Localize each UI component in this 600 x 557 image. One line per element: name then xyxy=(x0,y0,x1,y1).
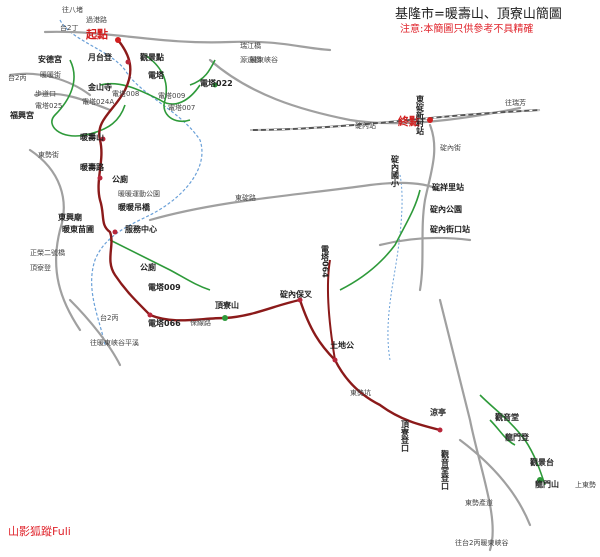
road-tai2bing xyxy=(8,72,92,97)
place-label: 暖暖運動公園 xyxy=(118,189,160,198)
roads xyxy=(8,30,532,552)
place-label: 過港路 xyxy=(86,15,107,24)
place-label: 觀音堂登口 xyxy=(440,449,450,491)
place-label: 東碇路 xyxy=(235,193,256,202)
place-label: 台2丙 xyxy=(8,73,26,82)
place-label: 保線路 xyxy=(190,318,211,327)
road-dongding xyxy=(148,181,442,222)
place-label: 碇內站 xyxy=(355,121,376,130)
trail-dingnei-park xyxy=(339,189,421,291)
place-label: 電塔007 xyxy=(168,103,195,112)
place-label: 金山寺 xyxy=(87,82,112,92)
road-tai2bing-south xyxy=(68,298,122,367)
trail-south-loop xyxy=(109,239,211,291)
place-label: 電塔024A xyxy=(82,97,114,106)
place-label: 電塔022 xyxy=(200,78,233,88)
road-nuanuan xyxy=(33,92,112,112)
place-label: 上東勢 xyxy=(575,480,596,489)
railway-ticks xyxy=(249,109,541,131)
place-label: 往台2丙暖東峽谷 xyxy=(455,538,508,547)
place-label: 電塔064 xyxy=(320,244,330,278)
place-label: 觀景台 xyxy=(530,457,554,467)
place-label: 龍門山 xyxy=(535,479,559,489)
disclaimer-note: 注意:本簡圖只供參考不具精確 xyxy=(400,22,533,35)
place-label: 碇內保叉 xyxy=(280,289,313,299)
place-label: 暖暖吊橋 xyxy=(118,202,151,212)
place-label: 頂寮登口 xyxy=(400,420,410,453)
route-spur xyxy=(326,259,336,361)
place-label: 源遠橋 xyxy=(240,55,261,64)
trail-guanyin xyxy=(489,419,516,446)
road-dingnei xyxy=(418,123,436,292)
place-label: 東勢街 xyxy=(38,150,59,159)
map-title: 基隆市=暖壽山、頂寮山簡圖 xyxy=(395,6,562,22)
place-label: 碇內國小 xyxy=(390,154,400,188)
place-label: 觀音堂 xyxy=(495,412,519,422)
place-label: 步道口 xyxy=(35,89,56,98)
place-label: 月台登 xyxy=(87,52,113,62)
place-label: 暖東峽谷 xyxy=(250,55,278,64)
place-label: 碇內公園 xyxy=(430,204,462,214)
road-tai2ding-mid xyxy=(208,58,522,125)
place-label: 服務中心 xyxy=(125,224,157,234)
place-label: 往暖東峽谷平溪 xyxy=(90,338,139,347)
place-label: 東碇新村站 xyxy=(415,94,425,136)
end-marker: 終點 xyxy=(398,114,420,128)
road-dongshi xyxy=(28,148,82,332)
place-label: 電塔009 xyxy=(148,282,181,292)
place-label: 台2丙 xyxy=(100,313,118,322)
trail-west xyxy=(51,59,126,137)
trail-tower022 xyxy=(189,59,216,86)
place-label: 頂寮登 xyxy=(30,263,51,272)
road-south xyxy=(438,298,494,552)
trail-east xyxy=(479,394,546,486)
place-label: 土地公 xyxy=(330,340,354,350)
place-label: 暖東苗圃 xyxy=(62,224,94,234)
place-label: 正榮二號橋 xyxy=(30,248,65,257)
place-label: 涼亭 xyxy=(430,407,446,417)
road-tai2ding-north xyxy=(43,30,332,52)
main-route xyxy=(97,39,441,432)
place-label: 東勢產道 xyxy=(465,498,493,507)
place-label: 龍門登 xyxy=(505,432,530,442)
place-label: 電塔066 xyxy=(148,318,181,328)
place-label: 東勢坑 xyxy=(350,388,371,397)
place-label: 碇內街口站 xyxy=(430,224,470,234)
place-label: 觀景點 xyxy=(140,52,164,62)
place-label: 暖壽路 xyxy=(80,162,105,172)
place-label: 瑞江橋 xyxy=(240,41,261,50)
place-label: 電塔008 xyxy=(112,89,139,98)
trails xyxy=(51,54,546,486)
place-label: 安德宮 xyxy=(38,54,62,64)
road-dingnei2 xyxy=(378,236,472,247)
place-label: 公廁 xyxy=(112,174,128,184)
place-labels: 往八堵過港路台2丁瑞江橋暖東峽谷月台登觀景點安德宮暖暖街台2丙步道口電塔025福… xyxy=(8,5,596,547)
place-label: 往八堵 xyxy=(62,5,83,14)
start-marker: 起點 xyxy=(85,27,108,41)
place-label: 福興宮 xyxy=(9,110,34,120)
place-label: 東興廟 xyxy=(58,212,82,222)
trail-north-loop xyxy=(144,54,191,122)
place-label: 台2丁 xyxy=(60,23,78,32)
place-label: 公廁 xyxy=(140,262,156,272)
author-credit: 山影狐蹤Fuli xyxy=(8,524,71,538)
river xyxy=(59,19,203,346)
trail-jinshan xyxy=(99,82,201,105)
route-points xyxy=(97,37,543,483)
place-label: 頂寮山 xyxy=(215,300,239,310)
place-label: 碇祥里站 xyxy=(432,182,464,192)
place-label: 暖壽山 xyxy=(80,132,104,142)
place-label: 電塔025 xyxy=(35,101,62,110)
road-dongshikeng xyxy=(458,438,532,527)
place-label: 電塔009 xyxy=(158,91,185,100)
place-label: 往瑞芳 xyxy=(505,98,526,107)
place-label: 碇內街 xyxy=(440,143,461,152)
place-label: 電塔 xyxy=(148,70,165,80)
place-label: 暖暖街 xyxy=(40,70,61,79)
